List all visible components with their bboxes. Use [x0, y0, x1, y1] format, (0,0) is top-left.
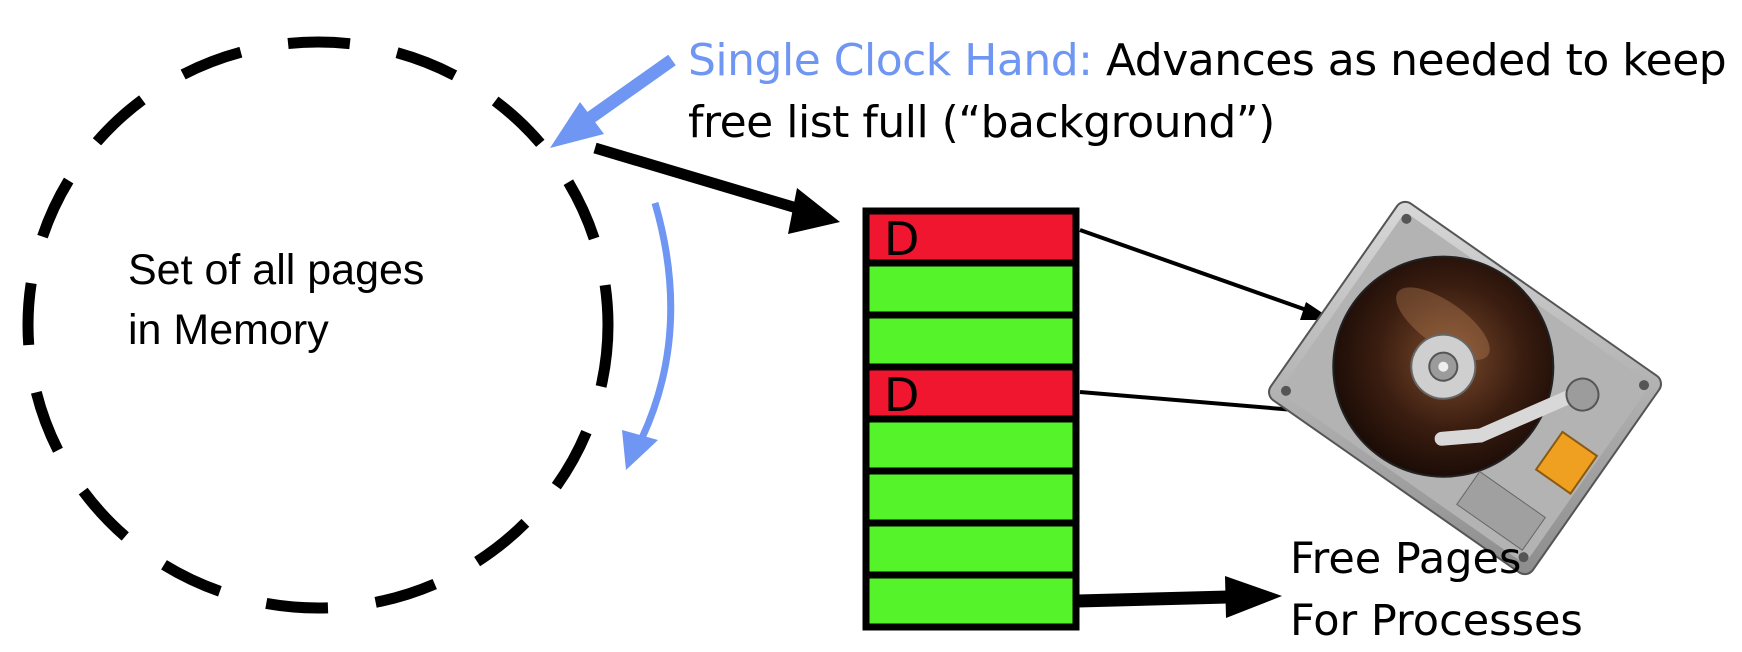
dirty-mark: D: [884, 368, 919, 422]
clock-to-list-arrow: [593, 142, 840, 234]
dirty-page-slot: [862, 207, 1080, 267]
free-page-slot: [862, 519, 1080, 579]
free-list-stack: DD: [862, 207, 1080, 631]
memory-set-label-line1: Set of all pages: [128, 246, 425, 294]
dirty-page-slot: [862, 363, 1080, 423]
clock-hand-pointer-arrow: [550, 54, 676, 148]
free-pages-label-line1: Free Pages: [1290, 534, 1522, 584]
clock-rotation-arrow: [622, 202, 675, 470]
clock-hand-caption-line1: Single Clock Hand: Advances as needed to…: [688, 30, 1727, 92]
dirty-mark: D: [884, 212, 919, 266]
dirty-to-disk-arrow-1: [1079, 228, 1333, 320]
clock-hand-caption: Single Clock Hand: Advances as needed to…: [688, 30, 1727, 154]
free-pages-label: Free Pages For Processes: [1290, 528, 1583, 652]
free-page-slot: [862, 467, 1080, 527]
free-page-slot: [862, 311, 1080, 371]
clock-hand-description-line1: Advances as needed to keep: [1092, 35, 1727, 86]
clock-hand-title: Single Clock Hand:: [688, 35, 1093, 86]
free-page-slot: [862, 415, 1080, 475]
memory-set-label: Set of all pages in Memory: [128, 240, 424, 360]
hard-disk-icon: [1268, 200, 1662, 576]
free-page-slot: [862, 259, 1080, 319]
memory-set-circle: [22, 36, 614, 614]
memory-set-label-line2: in Memory: [128, 306, 329, 354]
free-pages-label-line2: For Processes: [1290, 596, 1583, 646]
list-to-processes-arrow: [1077, 576, 1282, 618]
clock-hand-description-line2: free list full (“background”): [688, 97, 1275, 148]
free-page-slot: [862, 571, 1080, 631]
